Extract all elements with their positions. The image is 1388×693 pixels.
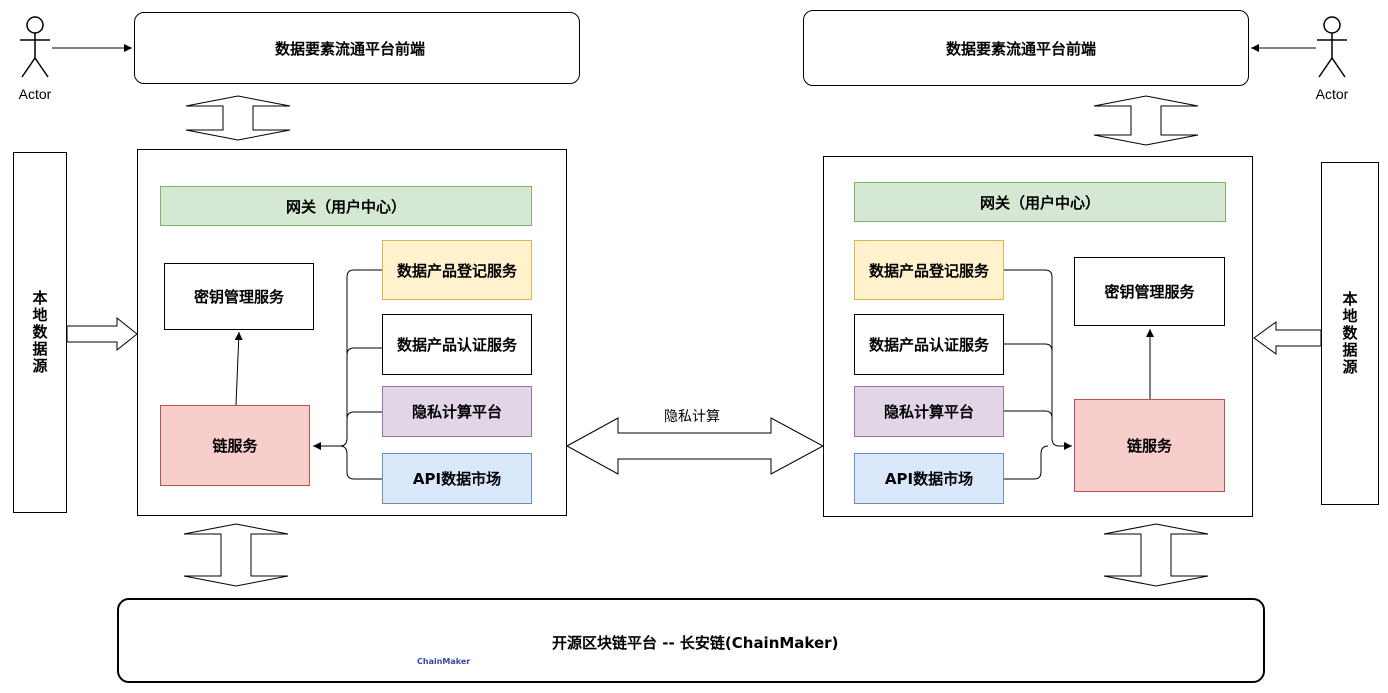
- left-services-bracket: [313, 269, 382, 480]
- double-arrow-left-top: [185, 95, 291, 141]
- right-key-management[interactable]: 密钥管理服务: [1074, 257, 1225, 326]
- privacy-link-arrow: [565, 417, 825, 475]
- right-product-register[interactable]: 数据产品登记服务: [854, 240, 1004, 300]
- right-chain-service[interactable]: 链服务: [1074, 399, 1225, 492]
- right-api-market[interactable]: API数据市场: [854, 453, 1004, 504]
- frontend-right-title: 数据要素流通平台前端: [946, 40, 1097, 58]
- left-key-management[interactable]: 密钥管理服务: [164, 263, 314, 330]
- local-data-source-right: 本地数据源: [1321, 162, 1379, 505]
- left-api-market[interactable]: API数据市场: [382, 453, 532, 504]
- right-services-bracket: [1004, 269, 1072, 480]
- frontend-left-title: 数据要素流通平台前端: [275, 40, 426, 58]
- local-data-source-left-label: 本地数据源: [30, 290, 49, 375]
- left-chain-to-key-arrow: [234, 331, 243, 406]
- frontend-left[interactable]: 数据要素流通平台前端: [134, 12, 580, 84]
- blockchain-platform[interactable]: ChainMaker 开源区块链平台 -- 长安链(ChainMaker): [117, 598, 1265, 683]
- actor-right-figure: [1317, 16, 1347, 78]
- frontend-right[interactable]: 数据要素流通平台前端: [803, 10, 1249, 86]
- local-data-arrow-right: [1253, 321, 1322, 355]
- right-privacy-computing[interactable]: 隐私计算平台: [854, 386, 1004, 437]
- actor-right-label: Actor: [1315, 86, 1349, 102]
- local-data-source-right-label: 本地数据源: [1340, 291, 1359, 376]
- left-gateway[interactable]: 网关（用户中心）: [160, 186, 532, 226]
- blockchain-platform-title: 开源区块链平台 -- 长安链(ChainMaker): [552, 634, 839, 652]
- right-node-container: [823, 156, 1253, 517]
- double-arrow-left-bottom: [183, 523, 289, 587]
- double-arrow-right-bottom: [1103, 523, 1209, 587]
- chainmaker-logo-text: ChainMaker: [417, 657, 471, 666]
- double-arrow-right-top: [1093, 95, 1199, 146]
- left-node-container: [137, 149, 567, 516]
- left-product-certify[interactable]: 数据产品认证服务: [382, 314, 532, 375]
- left-privacy-computing[interactable]: 隐私计算平台: [382, 386, 532, 437]
- actor-left-figure: [20, 16, 50, 78]
- left-product-register[interactable]: 数据产品登记服务: [382, 240, 532, 300]
- right-product-certify[interactable]: 数据产品认证服务: [854, 314, 1004, 375]
- left-chain-service[interactable]: 链服务: [160, 405, 310, 486]
- local-data-arrow-left: [66, 316, 138, 352]
- actor-left-label: Actor: [18, 86, 52, 102]
- local-data-source-left: 本地数据源: [13, 152, 67, 513]
- privacy-link-label: 隐私计算: [664, 409, 720, 425]
- right-gateway[interactable]: 网关（用户中心）: [854, 182, 1226, 222]
